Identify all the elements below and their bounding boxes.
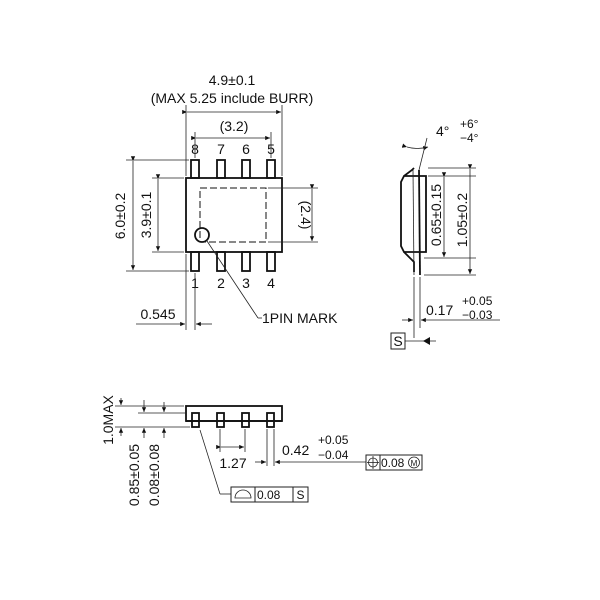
pin-2 bbox=[216, 251, 226, 272]
pin1-mark-circle bbox=[194, 227, 210, 243]
thickness-tol-lower: −0.03 bbox=[462, 308, 493, 322]
pin-5 bbox=[266, 159, 276, 179]
package-body-outline bbox=[185, 177, 283, 253]
profile-symbol-icon bbox=[234, 489, 252, 499]
side-lead-inner bbox=[418, 169, 421, 276]
pin-label-3: 3 bbox=[242, 275, 250, 291]
thickness-dimension: 0.17 bbox=[426, 302, 453, 318]
front-lead-4 bbox=[266, 412, 275, 428]
top-view: 8 7 6 5 1 2 3 4 4.9±0.1 (MAX 5.25 includ… bbox=[112, 72, 338, 330]
datum-s-box bbox=[390, 332, 406, 350]
pin-1 bbox=[190, 251, 200, 272]
side-lead-outer bbox=[412, 169, 415, 276]
front-lead-1 bbox=[191, 412, 200, 428]
pin1-mark-label: 1PIN MARK bbox=[262, 310, 338, 326]
body-height-dimension: 0.85±0.05 bbox=[126, 444, 142, 506]
flatness-tolerance-value: 0.08 bbox=[257, 488, 281, 502]
pin-6 bbox=[241, 159, 251, 179]
mmc-modifier-label: M bbox=[411, 459, 418, 468]
top-pins bbox=[190, 159, 276, 179]
pin-4 bbox=[266, 251, 276, 272]
pin-span-dimension: (3.2) bbox=[220, 118, 249, 134]
position-tolerance-value: 0.08 bbox=[381, 456, 405, 470]
lead-width-tol-lower: −0.04 bbox=[318, 448, 349, 462]
standoff-dimension: 0.08±0.08 bbox=[146, 444, 162, 506]
side-lead bbox=[403, 167, 415, 272]
front-view: 1.0MAX 0.85±0.05 0.08±0.08 1.27 0.42 +0.… bbox=[100, 394, 423, 506]
lead-span-dimension: 1.05±0.2 bbox=[454, 193, 470, 248]
pitch-dimension: 1.27 bbox=[219, 455, 246, 471]
mmc-modifier-icon bbox=[408, 456, 420, 469]
pad-dimension: (2.4) bbox=[298, 201, 314, 230]
flatness-tolerance-frame: 0.08 S bbox=[230, 486, 309, 503]
front-lead-3 bbox=[241, 412, 250, 428]
lead-width-tol-upper: +0.05 bbox=[318, 433, 349, 447]
length-note: (MAX 5.25 include BURR) bbox=[151, 90, 314, 106]
lead-width-dimension: 0.42 bbox=[282, 442, 309, 458]
pin-label-2: 2 bbox=[217, 275, 225, 291]
angle-arc bbox=[401, 143, 429, 151]
angle-tol-lower: −4° bbox=[460, 131, 479, 145]
bottom-pins bbox=[190, 251, 276, 272]
position-tolerance-frame: 0.08 M bbox=[365, 454, 423, 471]
body-width-dimension: 3.9±0.1 bbox=[138, 191, 154, 238]
flatness-leader bbox=[199, 429, 221, 495]
pin-3 bbox=[241, 251, 251, 272]
pin-label-6: 6 bbox=[242, 141, 250, 157]
pin-8 bbox=[190, 159, 200, 179]
lead-height-dimension: 0.65±0.15 bbox=[428, 184, 444, 246]
max-height-dimension: 1.0MAX bbox=[100, 394, 116, 444]
edge-offset-dimension: 0.545 bbox=[140, 306, 175, 322]
pin-label-7: 7 bbox=[217, 141, 225, 157]
exposed-pad-outline bbox=[199, 187, 267, 243]
pin1-leader bbox=[206, 240, 259, 319]
datum-s-label: S bbox=[393, 333, 402, 349]
pin-7 bbox=[216, 159, 226, 179]
flatness-datum: S bbox=[296, 488, 304, 502]
angle-tol-upper: +6° bbox=[460, 117, 479, 131]
overall-width-dimension: 6.0±0.2 bbox=[112, 192, 128, 239]
side-view: 4° +6° −4° 0.65±0.15 1.05±0.2 0.17 +0.05… bbox=[390, 117, 500, 350]
length-dimension: 4.9±0.1 bbox=[209, 72, 256, 88]
front-lead-2 bbox=[216, 412, 225, 428]
datum-triangle bbox=[423, 337, 430, 345]
pin-label-4: 4 bbox=[267, 275, 275, 291]
angle-value: 4° bbox=[436, 123, 449, 139]
thickness-tol-upper: +0.05 bbox=[462, 294, 493, 308]
